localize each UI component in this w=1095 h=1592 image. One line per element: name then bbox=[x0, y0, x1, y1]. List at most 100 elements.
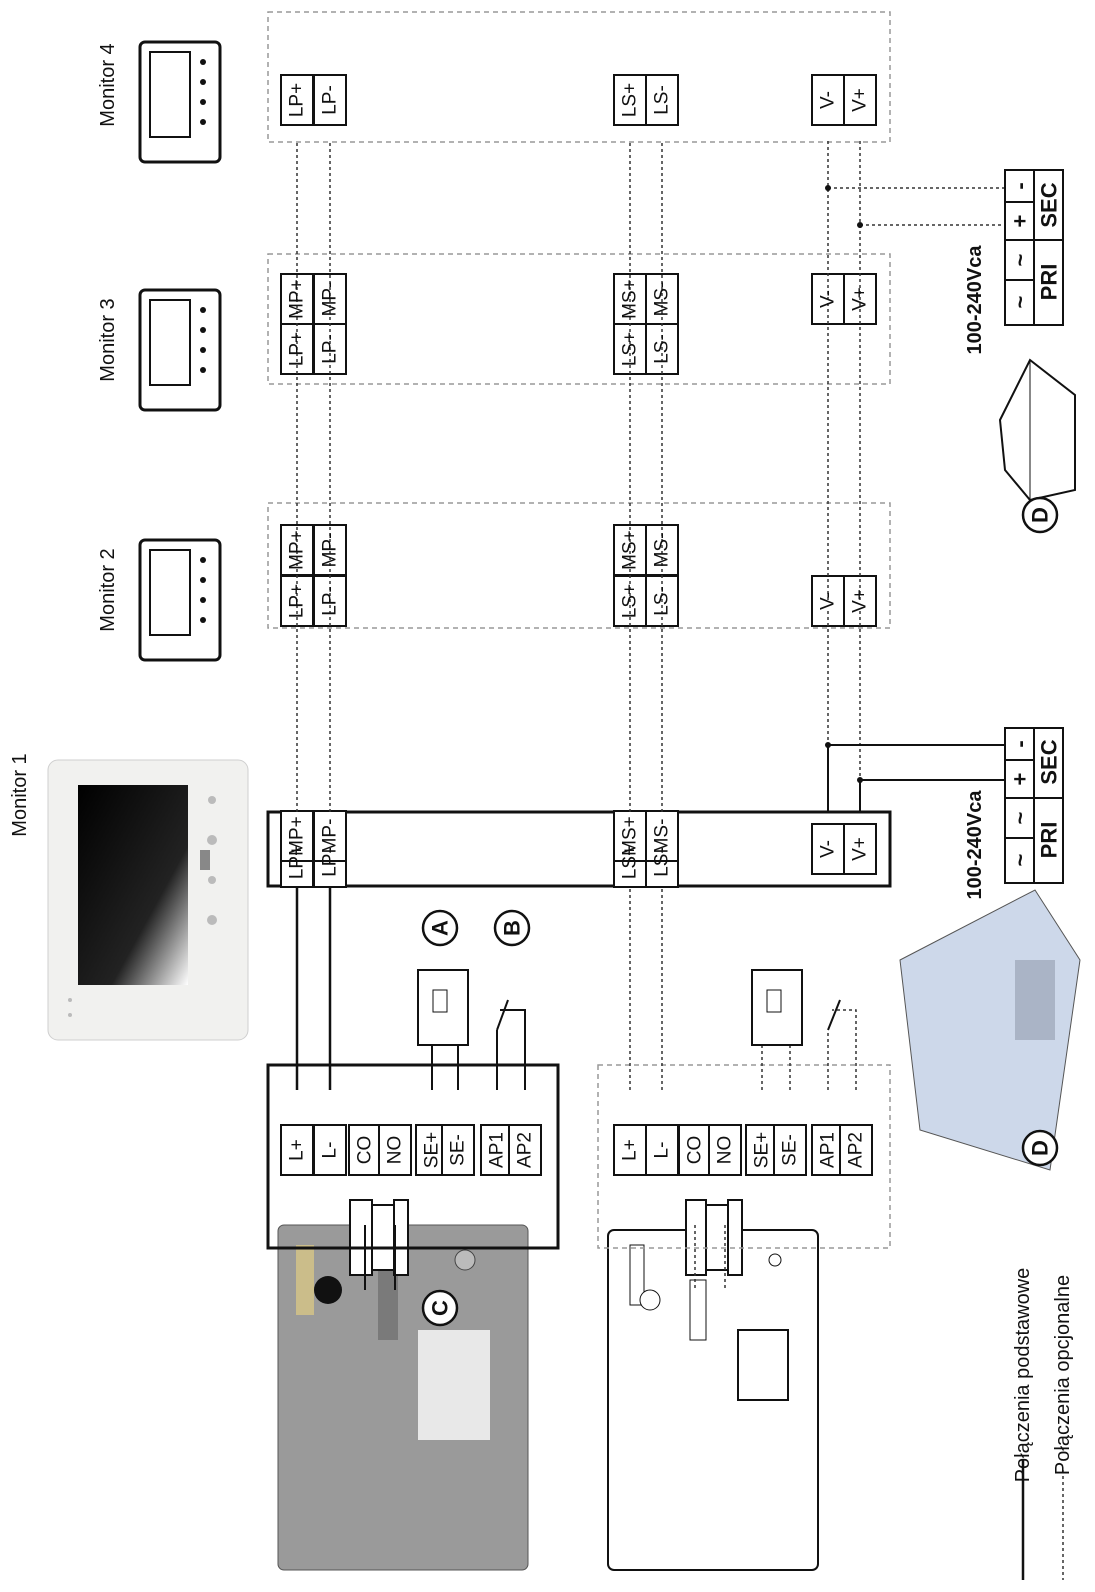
psu-main-plus: + bbox=[1008, 773, 1033, 786]
door-opt-5-cell bbox=[773, 1124, 807, 1176]
m1-v-minus-cell bbox=[811, 823, 845, 875]
m2-v-plus: V+ bbox=[850, 589, 871, 613]
marker-d-secondary-label: D bbox=[1028, 507, 1053, 523]
m2-ms-minus: MS- bbox=[652, 533, 673, 568]
m3-ms-minus: MS- bbox=[652, 282, 673, 317]
door-opt-0: L+ bbox=[620, 1139, 641, 1161]
power-supply-secondary-device bbox=[998, 358, 1076, 502]
m1-ls-minus: LS- bbox=[652, 847, 673, 877]
device-a-module bbox=[417, 969, 469, 1046]
power-supply-main-device bbox=[899, 889, 1081, 1171]
monitor-2-terminal-box bbox=[267, 502, 891, 629]
door-opt-1-cell bbox=[645, 1124, 679, 1176]
door-terminal-box-optional bbox=[597, 1064, 891, 1249]
psu-main-tilde-2: ~ bbox=[1008, 853, 1033, 866]
marker-a-label: A bbox=[428, 920, 453, 936]
m3-v-minus: V- bbox=[818, 290, 839, 308]
switch-b-optional bbox=[827, 999, 841, 1031]
door-main-0-cell bbox=[280, 1124, 314, 1176]
m3-ls-plus: LS+ bbox=[620, 332, 641, 366]
door-opt-7-cell bbox=[839, 1124, 873, 1176]
m1-mp-minus: MP- bbox=[320, 819, 341, 854]
m1-v-minus: V- bbox=[818, 840, 839, 858]
monitor-1-device bbox=[47, 759, 249, 1041]
door-opt-4: SE+ bbox=[752, 1132, 773, 1168]
m3-ls-minus: LS- bbox=[652, 334, 673, 364]
wire-ap2 bbox=[500, 1009, 526, 1090]
psu2-plus: + bbox=[1008, 215, 1033, 228]
door-terminal-box-main bbox=[266, 1063, 560, 1250]
monitor-4-terminal-box bbox=[267, 11, 891, 143]
psu2-minus: - bbox=[1008, 182, 1033, 189]
marker-d-main-label: D bbox=[1028, 1140, 1053, 1156]
door-main-1: L- bbox=[320, 1142, 341, 1159]
switch-b bbox=[496, 999, 509, 1031]
m4-v-minus: V- bbox=[818, 91, 839, 109]
m1-v-plus: V+ bbox=[850, 837, 871, 861]
m4-ls-minus: LS- bbox=[652, 85, 673, 115]
door-main-2: CO bbox=[355, 1136, 376, 1165]
m2-mp-minus: MP- bbox=[320, 533, 341, 568]
door-main-0: L+ bbox=[287, 1139, 308, 1161]
m4-lp-minus-cell bbox=[313, 74, 347, 126]
m1-mp-minus-cell bbox=[313, 810, 347, 862]
monitor-3-label: Monitor 3 bbox=[97, 298, 119, 381]
marker-b-label: B bbox=[500, 920, 525, 936]
monitor-1-terminal-box bbox=[266, 810, 892, 888]
door-opt-5: SE- bbox=[780, 1134, 801, 1166]
door-opt-3: NO bbox=[715, 1136, 736, 1165]
legend-dashed-label: Połączenia opcjonalne bbox=[1052, 1275, 1074, 1475]
wire-opt-ap2 bbox=[832, 1009, 857, 1090]
m1-ls-plus: LS+ bbox=[620, 845, 641, 879]
psu2-tilde-1: ~ bbox=[1008, 253, 1033, 266]
m2-mp-plus: MP+ bbox=[287, 530, 308, 570]
m4-v-plus-cell bbox=[843, 74, 877, 126]
psu2-tilde-2: ~ bbox=[1008, 295, 1033, 308]
m3-ms-plus: MS+ bbox=[620, 279, 641, 319]
psu2-sec: SEC bbox=[1037, 182, 1062, 227]
door-main-6: AP1 bbox=[487, 1132, 508, 1168]
marker-c-label: C bbox=[428, 1300, 453, 1316]
marker-a bbox=[421, 909, 459, 947]
psu-main-minus: - bbox=[1008, 740, 1033, 747]
psu-main-pri: PRI bbox=[1037, 822, 1062, 859]
m2-lp-minus: LP- bbox=[320, 586, 341, 616]
m4-ls-plus: LS+ bbox=[620, 83, 641, 117]
m2-ms-plus: MS+ bbox=[620, 530, 641, 570]
psu-main-sec: SEC bbox=[1037, 739, 1062, 784]
door-opt-2: CO bbox=[685, 1136, 706, 1165]
marker-c bbox=[421, 1289, 459, 1327]
m3-mp-minus: MP- bbox=[320, 282, 341, 317]
m3-lp-plus: LP+ bbox=[287, 332, 308, 366]
m1-lp-plus: LP+ bbox=[287, 845, 308, 879]
power-supply-main-terminals bbox=[1004, 727, 1064, 884]
m1-ms-plus: MS+ bbox=[620, 816, 641, 856]
psu2-pri: PRI bbox=[1037, 264, 1062, 301]
monitor-1-label: Monitor 1 bbox=[9, 753, 31, 836]
m3-v-plus: V+ bbox=[850, 287, 871, 311]
door-main-1-cell bbox=[313, 1124, 347, 1176]
m2-ls-minus: LS- bbox=[652, 586, 673, 616]
m3-lp-minus: LP- bbox=[320, 334, 341, 364]
door-opt-1: L- bbox=[652, 1142, 673, 1159]
door-main-7-cell bbox=[508, 1124, 542, 1176]
door-opt-2-cell bbox=[678, 1124, 712, 1176]
legend-solid-label: Połączenia podstawowe bbox=[1012, 1268, 1034, 1483]
door-main-5-cell bbox=[441, 1124, 475, 1176]
door-opt-7: AP2 bbox=[846, 1132, 867, 1168]
monitor-2-device bbox=[138, 538, 222, 662]
m4-ls-plus-cell bbox=[613, 74, 647, 126]
marker-d-main bbox=[1021, 1129, 1059, 1167]
m3-mp-plus: MP+ bbox=[287, 279, 308, 319]
monitor-3-device bbox=[138, 288, 222, 412]
m1-v-plus-cell bbox=[843, 823, 877, 875]
m1-mp-plus: MP+ bbox=[287, 816, 308, 856]
monitor-4-device bbox=[138, 40, 222, 164]
door-main-2-cell bbox=[348, 1124, 382, 1176]
m4-lp-minus: LP- bbox=[320, 85, 341, 115]
psu-main-voltage: 100-240Vca bbox=[964, 790, 986, 900]
m1-lp-minus: LP- bbox=[320, 847, 341, 877]
door-station-main-device bbox=[277, 1224, 529, 1571]
